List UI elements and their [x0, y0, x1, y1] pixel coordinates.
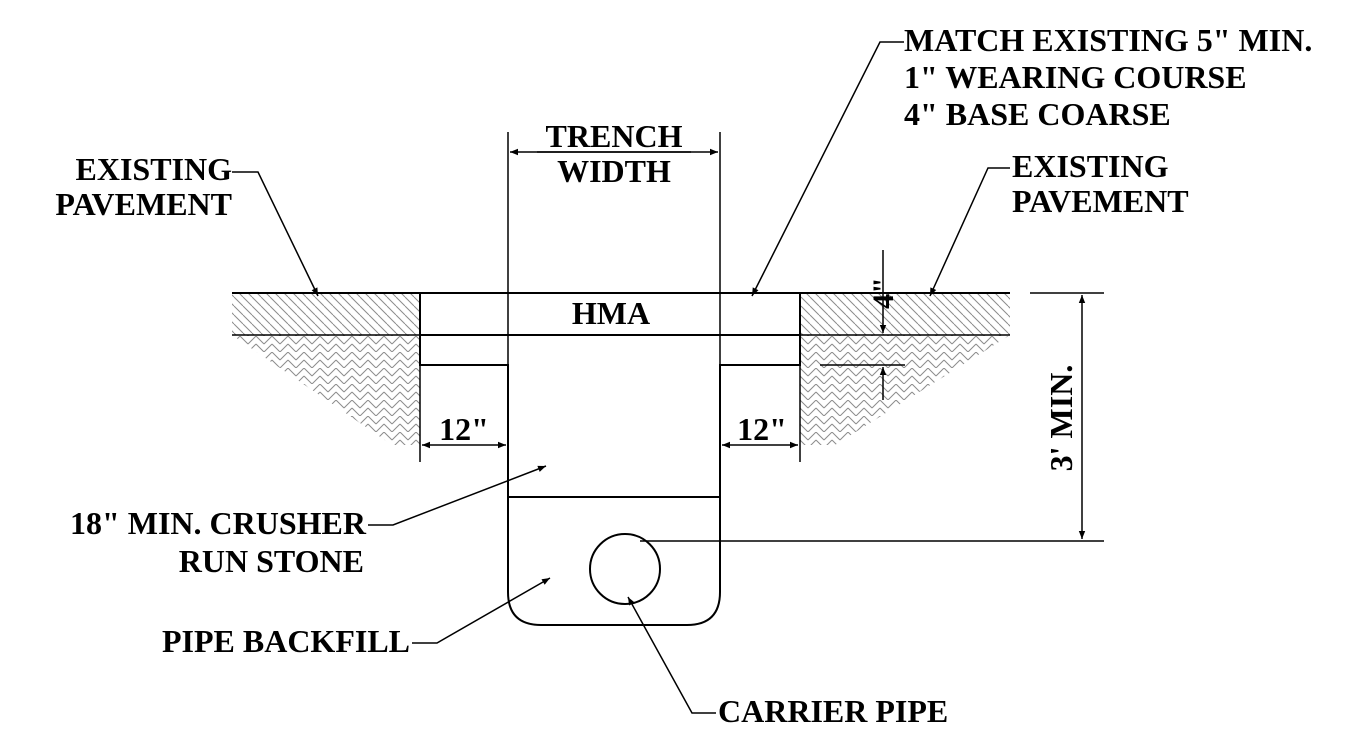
- pipe-backfill-label: PIPE BACKFILL: [162, 623, 410, 659]
- carrier-pipe-leader: [627, 596, 716, 714]
- crusher-run-label-2: RUN STONE: [179, 543, 364, 579]
- trench-width-label-2: WIDTH: [557, 153, 671, 189]
- trench-width-label-1: TRENCH: [546, 118, 683, 154]
- right-12-label: 12": [737, 411, 787, 447]
- match-existing-label-2: 1" WEARING COURSE: [904, 59, 1247, 95]
- depth-label: 3' MIN.: [1043, 365, 1079, 472]
- match-existing-label-1: MATCH EXISTING 5" MIN.: [904, 22, 1312, 58]
- crusher-run-leader: [368, 465, 547, 526]
- existing-pavement-right-label-2: PAVEMENT: [1012, 183, 1189, 219]
- hma-label: HMA: [572, 295, 650, 331]
- existing-pavement-left-label-2: PAVEMENT: [55, 186, 232, 222]
- existing-pavement-left-leader: [232, 171, 319, 297]
- existing-pavement-right-leader: [929, 167, 1010, 297]
- existing-pavement-right-area: [800, 293, 1010, 445]
- crusher-run-label-1: 18" MIN. CRUSHER: [70, 505, 367, 541]
- pipe-backfill-leader: [412, 577, 551, 644]
- match-existing-leader: [751, 41, 904, 297]
- dim-4-label: 4": [867, 277, 900, 309]
- carrier-pipe-circle: [589, 533, 661, 605]
- existing-pavement-right-label-1: EXISTING: [1012, 148, 1169, 184]
- existing-pavement-left-area: [232, 293, 420, 445]
- existing-pavement-left-label-1: EXISTING: [76, 151, 233, 187]
- match-existing-label-3: 4" BASE COARSE: [904, 96, 1171, 132]
- pipe-backfill-area: [507, 496, 721, 626]
- left-12-label: 12": [439, 411, 489, 447]
- carrier-pipe-label: CARRIER PIPE: [718, 693, 948, 729]
